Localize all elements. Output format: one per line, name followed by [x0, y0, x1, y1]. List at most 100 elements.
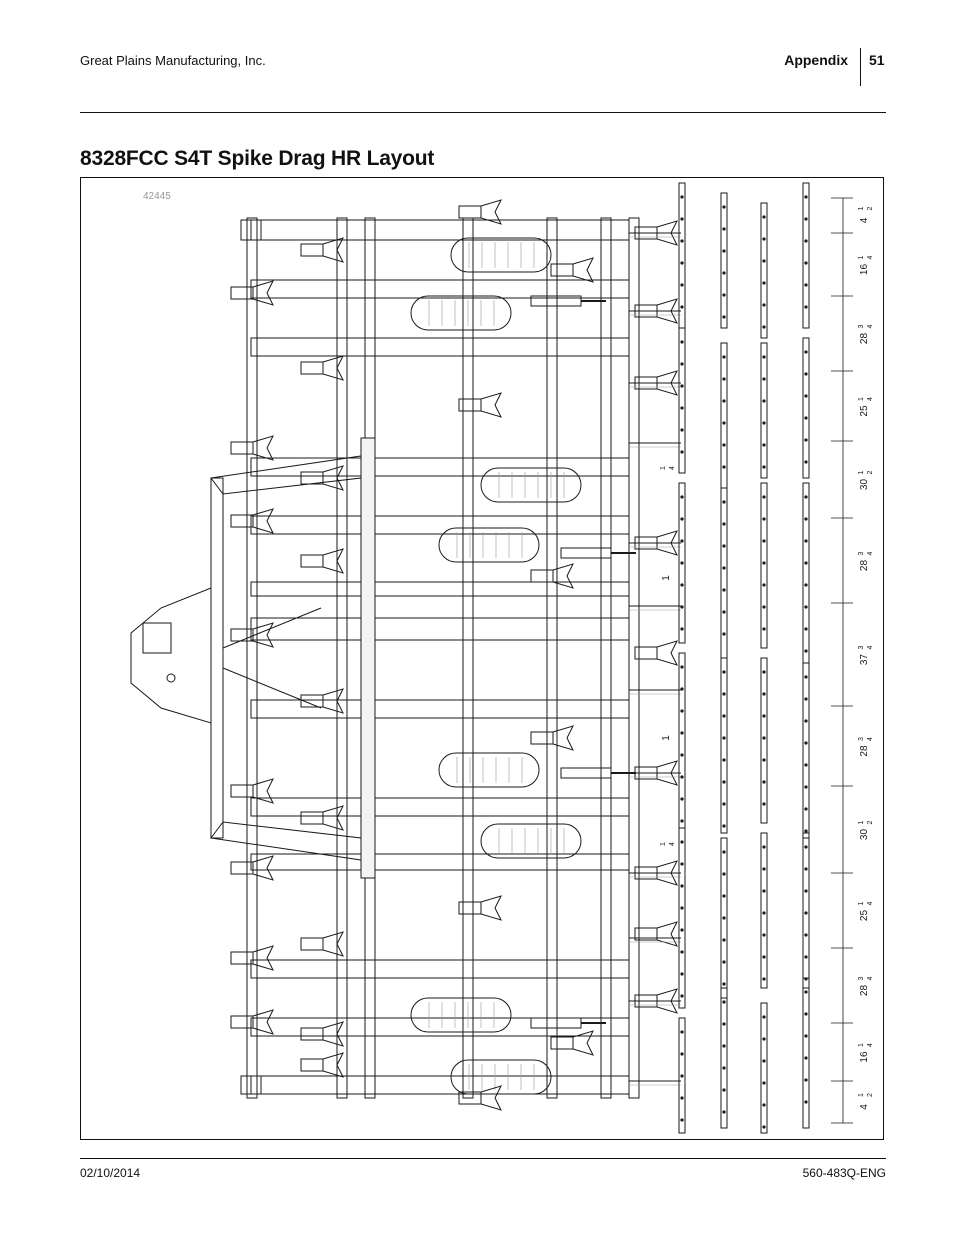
- shank-clamp: [530, 731, 554, 745]
- tine-bar: [760, 482, 768, 649]
- dimension-label-text: 30: [859, 479, 870, 491]
- tine: [804, 495, 808, 499]
- frame-rail-end: [240, 1075, 262, 1095]
- small-dimension-label: 1: [661, 735, 672, 741]
- sweep: [656, 921, 678, 947]
- tine: [804, 1034, 808, 1038]
- tire: [480, 467, 582, 503]
- dimension-label-text: 25: [859, 910, 870, 922]
- sweep: [480, 895, 502, 921]
- header-rule: [80, 112, 886, 113]
- tine: [804, 697, 808, 701]
- tine: [762, 377, 766, 381]
- tine: [722, 399, 726, 403]
- tine: [722, 938, 726, 942]
- frame-rail: [250, 1017, 630, 1037]
- tine-bar: [802, 182, 810, 329]
- small-dimension-label-text: 1: [661, 575, 672, 581]
- tine: [680, 950, 684, 954]
- tine: [804, 239, 808, 243]
- tine: [680, 775, 684, 779]
- tine: [680, 1030, 684, 1034]
- tire: [410, 997, 512, 1033]
- tine: [680, 753, 684, 757]
- tine: [680, 1118, 684, 1122]
- tine: [804, 217, 808, 221]
- shank-clamp: [550, 263, 574, 277]
- sweep: [480, 392, 502, 418]
- tine: [722, 1044, 726, 1048]
- dimension-label-num: 3: [858, 552, 865, 556]
- shank-clamp: [458, 398, 482, 412]
- shank-clamp: [300, 471, 324, 485]
- shank-clamp: [300, 1058, 324, 1072]
- tine: [804, 438, 808, 442]
- tine: [722, 271, 726, 275]
- tine: [762, 955, 766, 959]
- tine: [804, 517, 808, 521]
- tine: [762, 583, 766, 587]
- tine: [762, 259, 766, 263]
- tine: [762, 977, 766, 981]
- tine: [680, 709, 684, 713]
- tine: [762, 281, 766, 285]
- tine: [722, 1110, 726, 1114]
- sweep: [252, 280, 274, 306]
- frame-rail: [250, 959, 630, 979]
- tongue: [130, 587, 212, 724]
- tine: [762, 1125, 766, 1129]
- hitch-crossbar: [210, 477, 224, 839]
- tongue-brace: [222, 667, 322, 709]
- tine-bar: [760, 657, 768, 824]
- tine: [804, 261, 808, 265]
- hydraulic-cylinder: [530, 1017, 582, 1029]
- shank-clamp: [300, 554, 324, 568]
- tine: [680, 906, 684, 910]
- dimension-label-num: 1: [858, 1093, 865, 1097]
- dimension-label-num: 1: [858, 256, 865, 260]
- tine: [804, 889, 808, 893]
- small-dimension-label: 1: [661, 575, 672, 581]
- tine: [680, 428, 684, 432]
- tine: [680, 1096, 684, 1100]
- tine: [680, 305, 684, 309]
- tine: [804, 1012, 808, 1016]
- tine: [722, 227, 726, 231]
- tine: [762, 355, 766, 359]
- hitch-pin: [166, 673, 176, 683]
- tine: [722, 522, 726, 526]
- dimension-label-num: 1: [858, 207, 865, 211]
- footer-date: 02/10/2014: [80, 1166, 141, 1180]
- frame-rail: [250, 797, 630, 817]
- tine: [762, 1037, 766, 1041]
- tine: [722, 1022, 726, 1026]
- sweep: [322, 931, 344, 957]
- tine: [762, 443, 766, 447]
- tine: [762, 627, 766, 631]
- shank-clamp: [550, 1036, 574, 1050]
- tine-bar: [760, 832, 768, 989]
- tine: [762, 802, 766, 806]
- dimension-label-text: 28: [859, 985, 870, 997]
- shank-clamp: [230, 628, 254, 642]
- sweep: [480, 1085, 502, 1111]
- dimension-label-text: 4: [859, 1104, 870, 1110]
- tine: [680, 928, 684, 932]
- sweep: [252, 855, 274, 881]
- shank-clamp: [230, 1015, 254, 1029]
- tine: [804, 372, 808, 376]
- tine: [680, 627, 684, 631]
- dimension-label-text: 16: [859, 264, 870, 276]
- tine: [722, 1088, 726, 1092]
- sweep: [252, 778, 274, 804]
- shank-clamp: [530, 569, 554, 583]
- tine: [804, 605, 808, 609]
- tine: [762, 517, 766, 521]
- tine: [680, 1052, 684, 1056]
- small-dimension-label-num: 1: [660, 466, 667, 470]
- tine: [722, 670, 726, 674]
- tine: [804, 1078, 808, 1082]
- dimension-label-den: 2: [867, 207, 874, 211]
